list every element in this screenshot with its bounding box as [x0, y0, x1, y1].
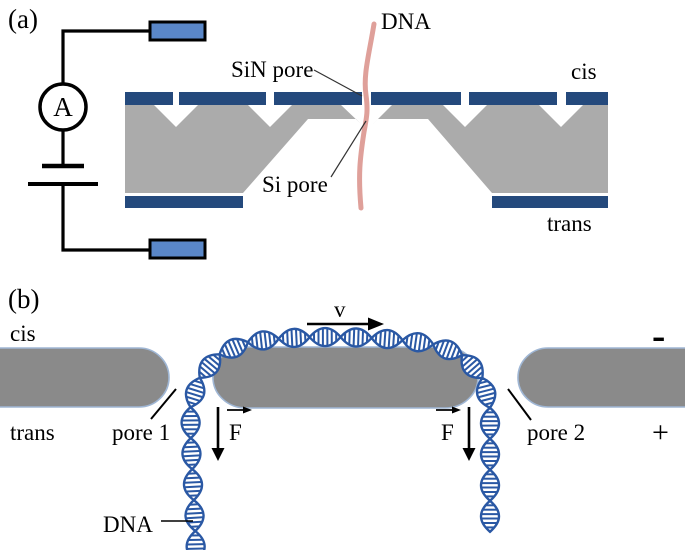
- membrane-left: [0, 347, 170, 408]
- sin-bottom-right: [492, 196, 608, 208]
- minus-electrode-label: -: [652, 313, 665, 358]
- sin-segment: [179, 92, 266, 105]
- electrode-top: [148, 20, 207, 42]
- membrane-center: [212, 346, 479, 409]
- dna-strand: [357, 21, 377, 211]
- force-label-pore1: F: [229, 420, 242, 445]
- sin-membrane-top: [125, 92, 608, 105]
- sin-segment: [274, 92, 362, 105]
- sin-pore-label: SiN pore: [231, 57, 313, 82]
- force-arrow-pore2: [436, 406, 476, 461]
- wire-top: [61, 29, 150, 84]
- force-arrow-pore1: [211, 406, 252, 461]
- panel-b-label: (b): [8, 284, 39, 314]
- panel-a-label: (a): [8, 4, 38, 34]
- si-substrate-right: [373, 105, 608, 193]
- si-pore-label: Si pore: [262, 172, 328, 197]
- velocity-label: v: [334, 297, 346, 322]
- sin-segment: [566, 92, 608, 105]
- pore2-pointer-line: [507, 388, 532, 421]
- sin-segment: [371, 92, 461, 105]
- sin-segment: [469, 92, 557, 105]
- si-pore-pointer-line: [330, 120, 367, 178]
- dna-label-a: DNA: [381, 9, 431, 34]
- si-substrate-left: [125, 105, 361, 193]
- wire-bottom: [61, 186, 150, 252]
- trans-label-b: trans: [10, 420, 55, 445]
- velocity-arrow: [307, 317, 384, 331]
- panel-b: v F F (b) cis trans pore 1 pore 2 DNA - …: [0, 284, 685, 550]
- ammeter-icon: [38, 82, 88, 132]
- sin-segment: [125, 92, 173, 105]
- sin-bottom-left: [125, 196, 243, 208]
- dna-ladder: [180, 326, 501, 550]
- pore1-label: pore 1: [112, 420, 170, 445]
- sin-membrane-bottom: [125, 196, 608, 208]
- cis-label-a: cis: [571, 59, 597, 84]
- sin-pore-pointer-line: [313, 69, 363, 97]
- membrane-right: [517, 347, 685, 408]
- cis-label-b: cis: [10, 321, 36, 346]
- dna-label-b: DNA: [103, 512, 153, 537]
- plus-electrode-label: +: [652, 416, 669, 449]
- electrode-bottom: [148, 238, 207, 260]
- pore1-pointer-line: [150, 388, 177, 420]
- trans-label-a: trans: [547, 211, 592, 236]
- panel-a: A (a) DNA SiN pore cis: [8, 4, 608, 260]
- ammeter-label: A: [53, 92, 73, 122]
- pore2-label: pore 2: [527, 420, 585, 445]
- force-label-pore2: F: [441, 420, 454, 445]
